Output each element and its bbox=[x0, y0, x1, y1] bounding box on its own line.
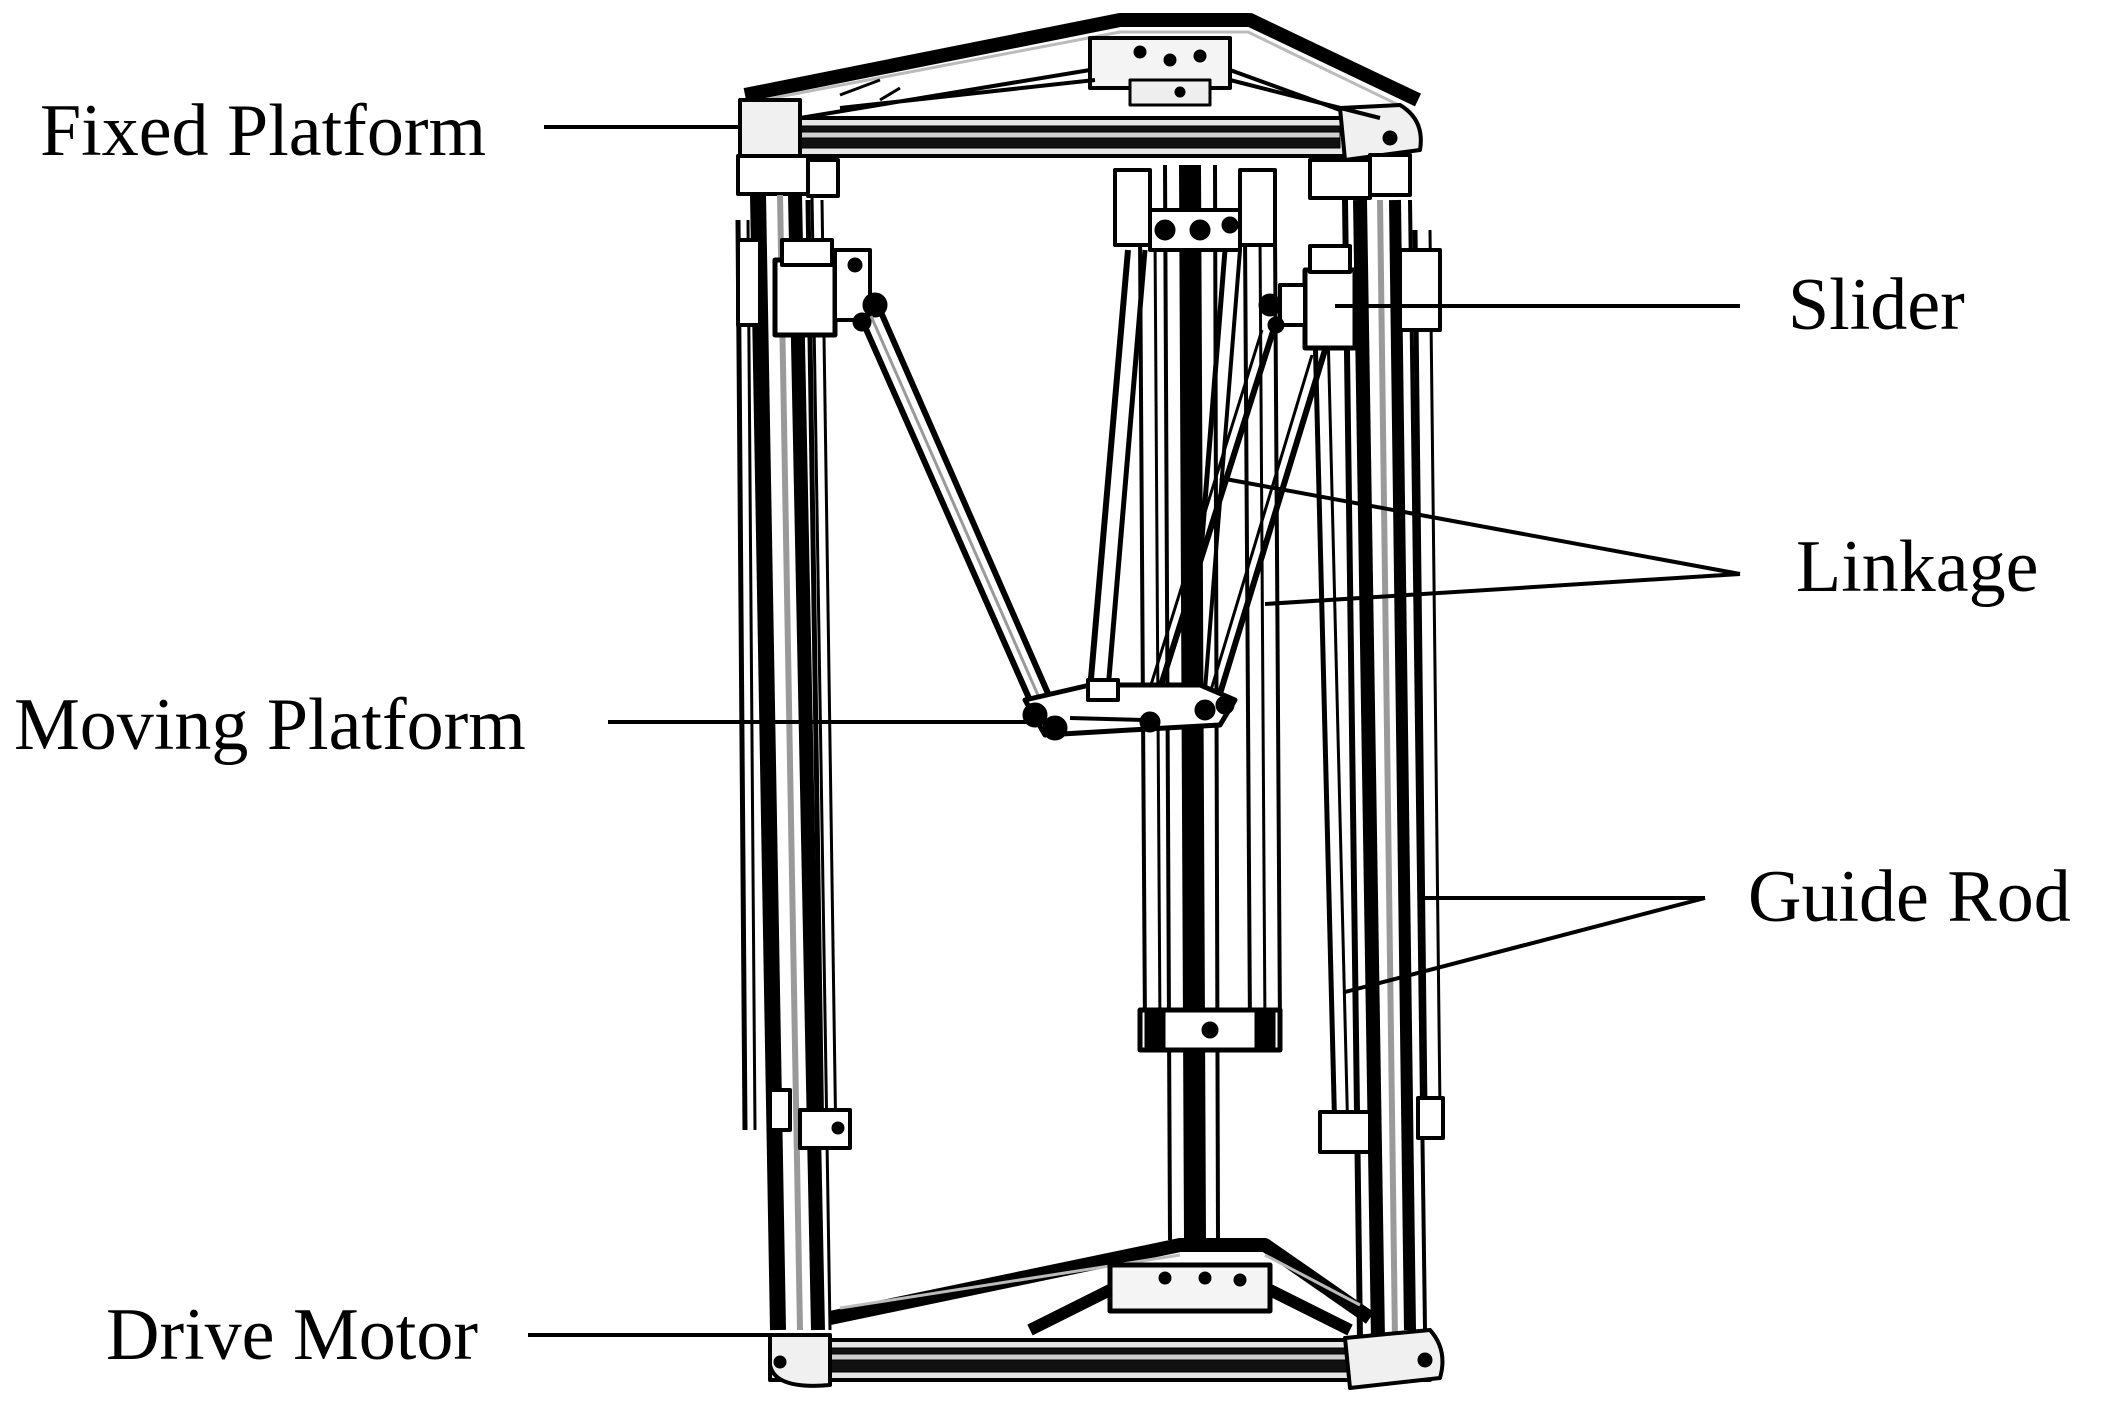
sliders bbox=[736, 168, 1442, 351]
guide-rods bbox=[735, 199, 1442, 1151]
label-guide-rod: Guide Rod bbox=[1748, 856, 2071, 938]
label-fixed-platform: Fixed Platform bbox=[40, 90, 487, 172]
label-linkage: Linkage bbox=[1796, 526, 2039, 608]
lower-clamps bbox=[768, 1007, 1445, 1154]
base-platform bbox=[768, 1238, 1445, 1390]
leader-linkage-upper bbox=[1219, 476, 1741, 576]
fixed-platform bbox=[736, 13, 1423, 200]
label-moving-platform: Moving Platform bbox=[14, 684, 526, 766]
leader-guide-rod-lower bbox=[1344, 896, 1706, 994]
linkages bbox=[859, 249, 1328, 721]
label-slider: Slider bbox=[1788, 264, 1965, 346]
leader-lines bbox=[528, 125, 1741, 1337]
moving-platform bbox=[1022, 678, 1238, 741]
leader-linkage-lower bbox=[1264, 572, 1741, 606]
label-drive-motor: Drive Motor bbox=[106, 1294, 478, 1376]
